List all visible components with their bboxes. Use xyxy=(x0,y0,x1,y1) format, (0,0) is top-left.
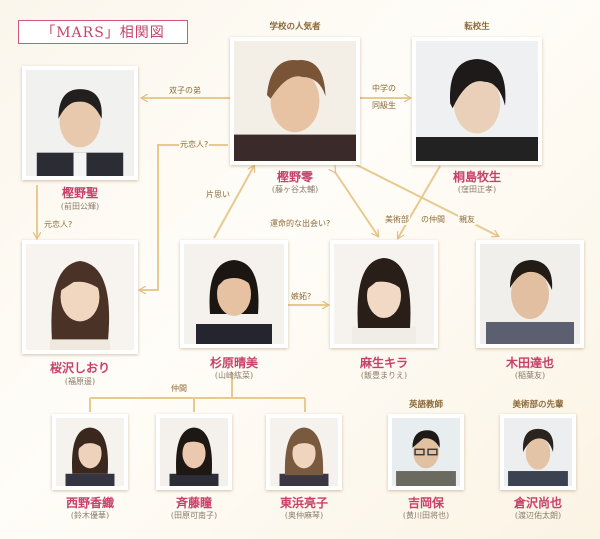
naoya-actor: (渡辺佑太朗) xyxy=(514,511,562,520)
rei-name: 樫野零 xyxy=(276,170,313,184)
sei-name: 樫野聖 xyxy=(61,186,98,200)
tatsuya-portrait-icon xyxy=(480,244,580,344)
hitomi-photo xyxy=(156,414,232,490)
diagram-title: 「MARS」相関図 xyxy=(18,20,188,44)
sei-actor: (前田公輝) xyxy=(60,202,100,211)
relation-exlover2-label: 元恋人? xyxy=(43,220,74,230)
relation-twin-label: 双子の弟 xyxy=(168,86,202,96)
makio-actor: (窪田正孝) xyxy=(457,185,497,194)
relation-jhs-label: 中学の xyxy=(371,84,397,94)
kaori-photo xyxy=(52,414,128,490)
hitomi-name: 斉藤瞳 xyxy=(175,496,212,510)
harumi-photo xyxy=(180,240,288,348)
tamotsu-actor: (黄川田将也) xyxy=(402,511,450,520)
hitomi-actor: (田原可南子) xyxy=(170,511,218,520)
kira-name: 麻生キラ xyxy=(359,356,408,370)
kaori-name: 西野香織 xyxy=(65,496,114,510)
relation-crush-label: 片思い xyxy=(205,190,231,200)
hitomi-portrait-icon xyxy=(160,418,228,486)
tamotsu-photo xyxy=(388,414,464,490)
shiori-photo xyxy=(22,240,138,354)
relation-exlover-label: 元恋人? xyxy=(179,140,210,150)
kaori-actor: (鈴木優華) xyxy=(70,511,110,520)
rei-photo xyxy=(230,37,360,165)
tatsuya-name: 木田達也 xyxy=(505,356,554,370)
kira-actor: (飯豊まりえ) xyxy=(360,371,408,380)
relation-jealous-label: 嫉妬? xyxy=(290,292,313,302)
kira-photo xyxy=(330,240,438,348)
makio-photo xyxy=(412,37,542,165)
line-fate xyxy=(335,172,378,236)
tamotsu-portrait-icon xyxy=(392,418,460,486)
relation-friends-label: の仲間 xyxy=(420,215,446,225)
tatsuya-photo xyxy=(476,240,584,348)
ryoko-portrait-icon xyxy=(270,418,338,486)
rei-actor: (藤ヶ谷太輔) xyxy=(271,185,319,194)
naoya-photo xyxy=(500,414,576,490)
ryoko-name: 東浜亮子 xyxy=(279,496,328,510)
line-artclub xyxy=(398,165,441,238)
shiori-actor: (福原遥) xyxy=(64,377,96,386)
kaori-portrait-icon xyxy=(56,418,124,486)
kira-portrait-icon xyxy=(334,244,434,344)
ryoko-photo xyxy=(266,414,342,490)
rei-portrait-icon xyxy=(234,41,356,161)
relation-fate-label: 運命的な出会い? xyxy=(269,219,332,229)
ryoko-actor: (奥仲麻琴) xyxy=(284,511,324,520)
naoya-name: 倉沢尚也 xyxy=(513,496,562,510)
shiori-portrait-icon xyxy=(26,244,134,350)
relation-artclub-label: 美術部 xyxy=(384,215,410,225)
relation-bestfriend-label: 親友 xyxy=(458,215,476,225)
relation-buddies-label: 仲間 xyxy=(170,384,188,394)
harumi-name: 杉原晴美 xyxy=(209,356,258,370)
sei-photo xyxy=(22,66,138,180)
harumi-portrait-icon xyxy=(184,244,284,344)
naoya-role: 美術部の先輩 xyxy=(512,400,564,410)
makio-name: 桐島牧生 xyxy=(452,170,501,184)
makio-role: 転校生 xyxy=(464,22,490,32)
shiori-name: 桜沢しおり xyxy=(49,361,110,375)
harumi-actor: (山崎紘菜) xyxy=(214,371,254,380)
tamotsu-role: 英語教師 xyxy=(408,400,443,410)
tatsuya-actor: (稲葉友) xyxy=(514,371,546,380)
naoya-portrait-icon xyxy=(504,418,572,486)
line-crush xyxy=(213,166,254,239)
rei-role: 学校の人気者 xyxy=(269,22,321,32)
sei-portrait-icon xyxy=(26,70,134,176)
tamotsu-name: 吉岡保 xyxy=(407,496,444,510)
relation-classmate-label: 同級生 xyxy=(371,101,397,111)
makio-portrait-icon xyxy=(416,41,538,161)
